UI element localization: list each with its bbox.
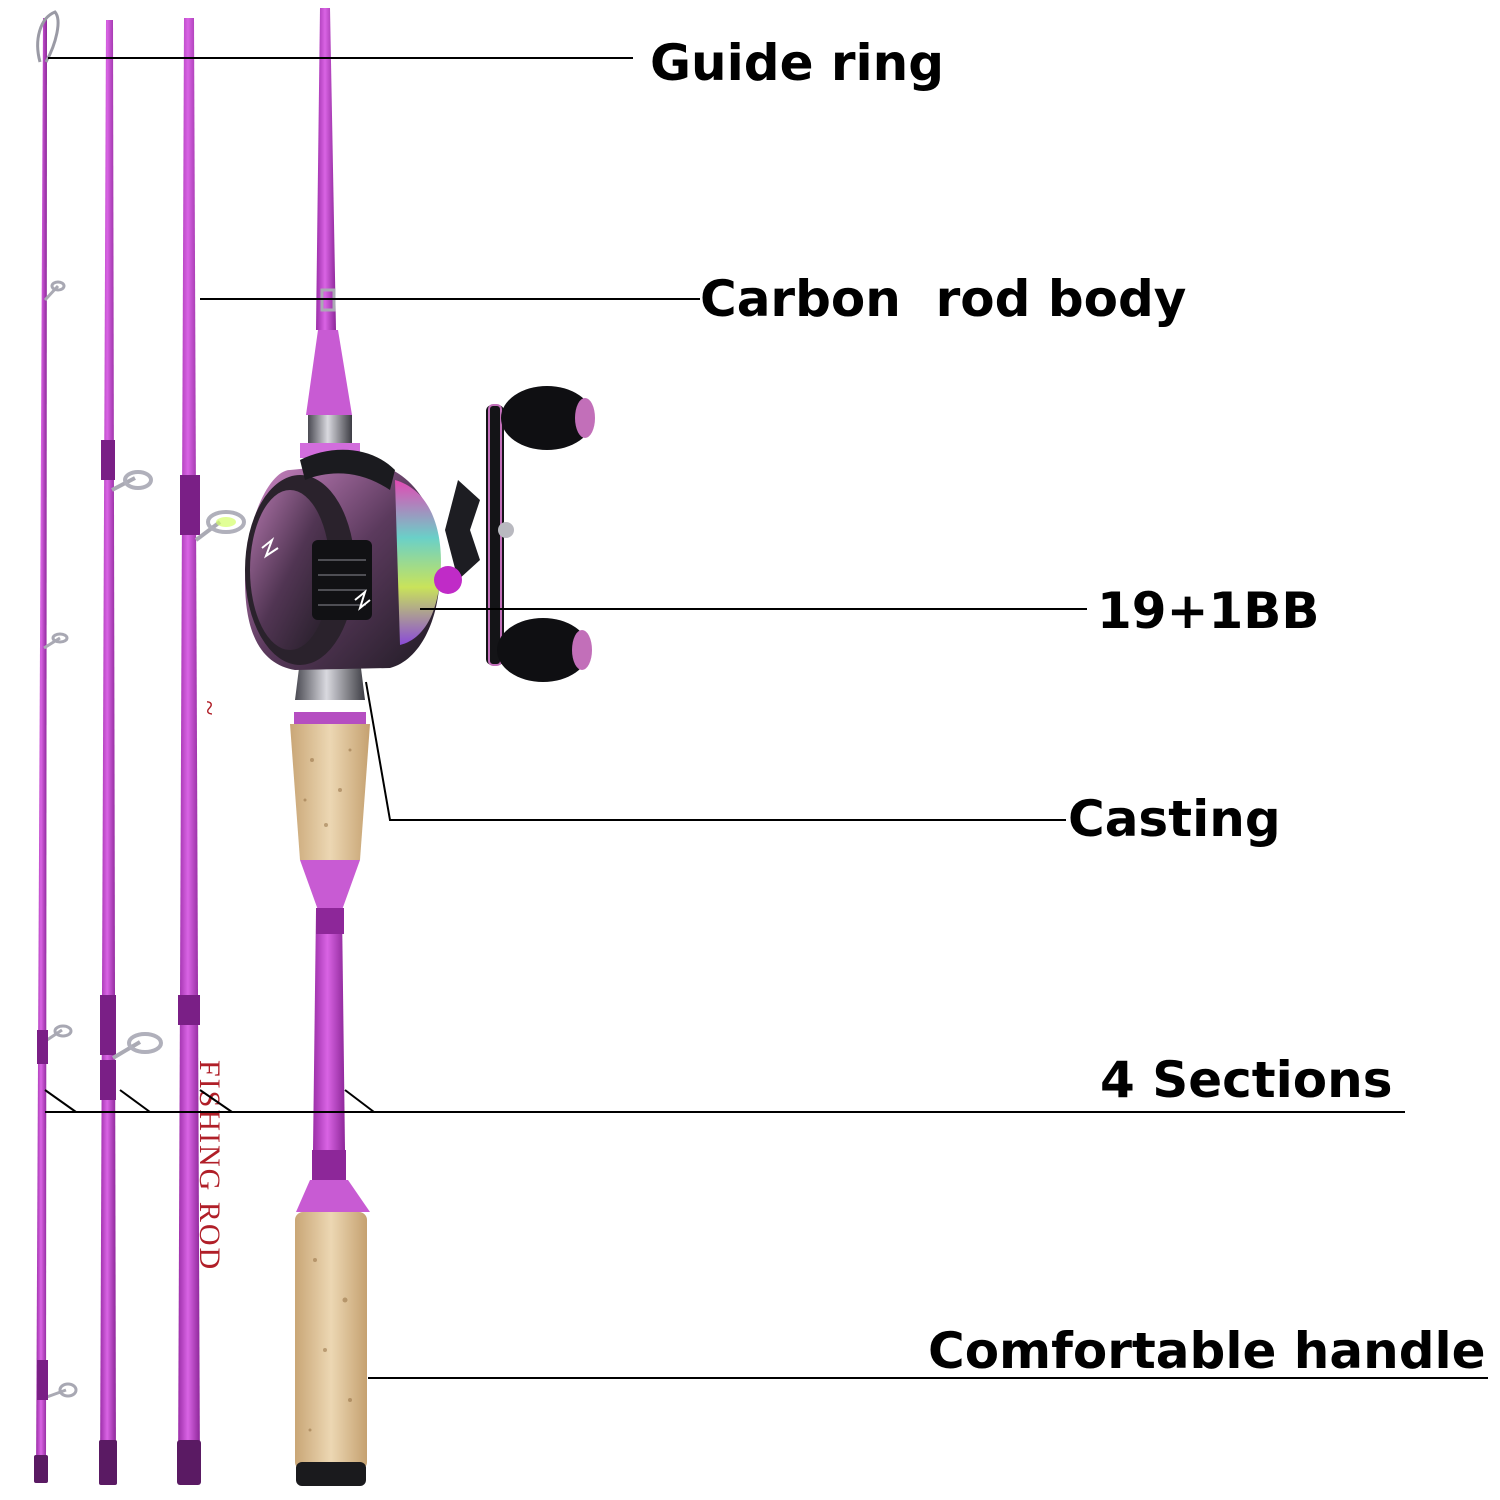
rod-section-tip	[34, 10, 78, 1483]
rod-section-butt	[290, 8, 370, 1486]
guide-icon	[43, 1024, 73, 1044]
baitcasting-reel-icon	[245, 386, 595, 682]
guide-icon	[43, 632, 69, 650]
guide-icon	[111, 470, 153, 492]
guide-icon	[43, 280, 66, 302]
label-casting: Casting	[1068, 790, 1281, 848]
rod-script-print: ~	[193, 700, 224, 715]
callout-lines	[44, 57, 1488, 1379]
rod-brand-print: FISHING ROD	[193, 1060, 226, 1271]
guide-icon	[194, 510, 246, 542]
leader-casting	[365, 681, 1066, 821]
label-carbon-rod-body: Carbon rod body	[700, 270, 1186, 328]
label-bearings: 19+1BB	[1097, 582, 1320, 640]
label-handle: Comfortable handle	[928, 1322, 1486, 1380]
guide-icon	[111, 1032, 163, 1060]
rod-section-three: FISHING ROD ~	[177, 18, 246, 1485]
label-guide-ring: Guide ring	[650, 34, 944, 92]
label-sections: 4 Sections	[1100, 1051, 1393, 1109]
leader-sections	[44, 1089, 1405, 1113]
guide-icon	[43, 1382, 78, 1400]
callout-labels: Guide ring Carbon rod body 19+1BB Castin…	[650, 34, 1486, 1380]
rod-section-two	[99, 20, 163, 1485]
